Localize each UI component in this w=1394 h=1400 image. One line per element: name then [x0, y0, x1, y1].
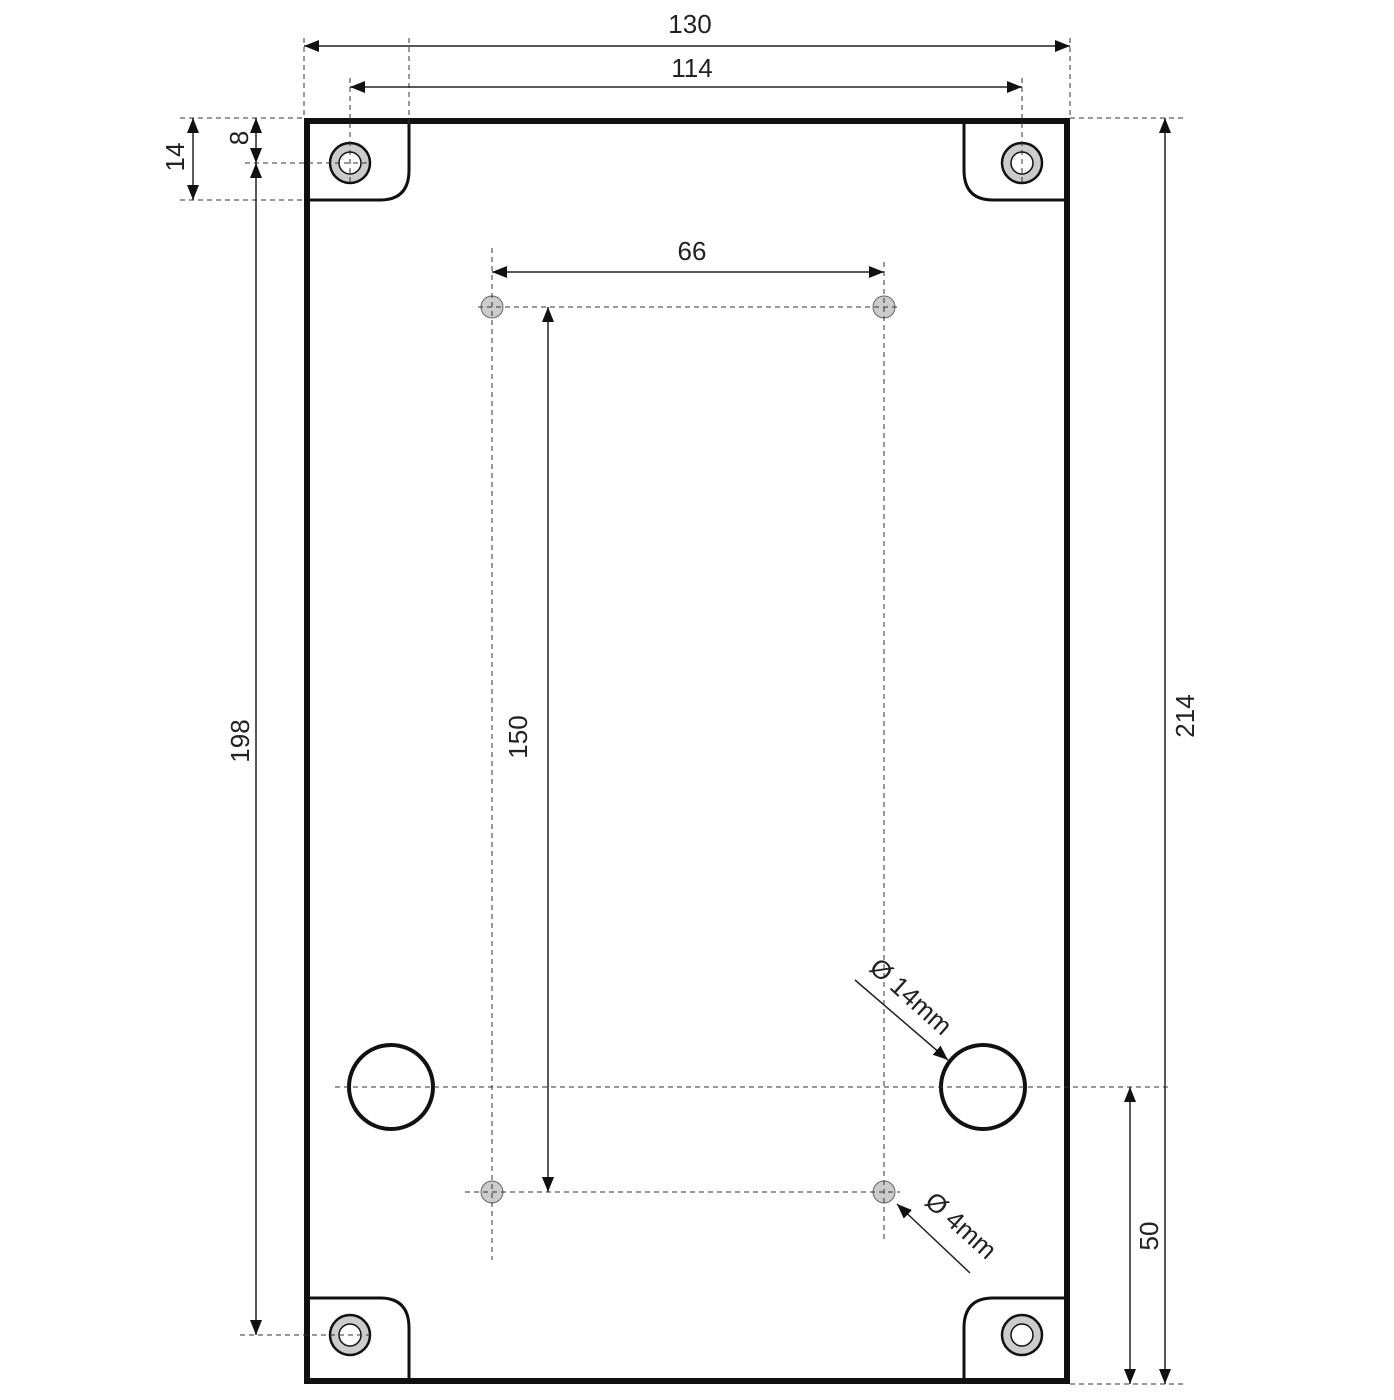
extension-lines [180, 38, 1185, 1385]
dim-large-hole-offset: 50 [1134, 1222, 1164, 1251]
dim-inner-spacing-y: 150 [503, 715, 533, 758]
corner-pocket-bottom-left [310, 1296, 411, 1381]
dim-pocket-depth: 14 [160, 143, 190, 172]
dim-overall-height: 214 [1170, 694, 1200, 737]
dim-inner-spacing-x: 66 [678, 236, 707, 266]
dimension-lines [187, 40, 1171, 1384]
plate-outline [304, 118, 1070, 1384]
corner-pocket-bottom-right [962, 1296, 1064, 1381]
mount-hole [1000, 1313, 1044, 1357]
corner-pocket-top-right [962, 121, 1064, 202]
dim-overall-width: 130 [668, 9, 711, 39]
dim-mount-hole-offset: 8 [224, 131, 254, 145]
dim-mount-spacing-y: 198 [225, 719, 255, 762]
dim-mount-spacing-x: 114 [671, 53, 712, 83]
corner-pocket-top-left [310, 121, 411, 202]
